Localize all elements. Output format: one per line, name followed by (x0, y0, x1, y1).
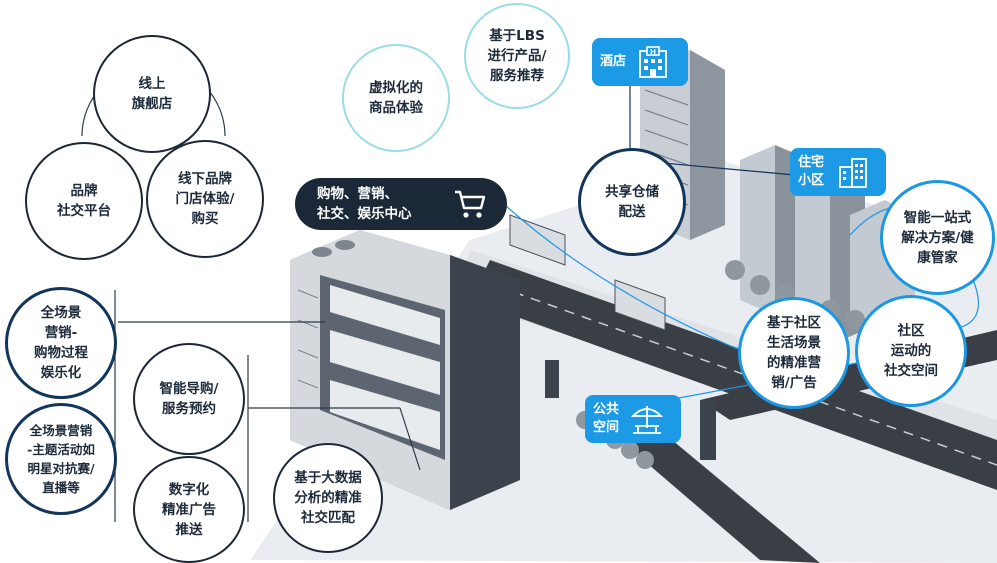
node-brand-social: 品牌 社交平台 (25, 142, 143, 260)
hub-center: 购物、营销、 社交、娱乐中心 (295, 178, 507, 230)
hub-line-2: 社交、娱乐中心 (317, 206, 412, 222)
node-full-scene-fun: 全场景 营销- 购物过程 娱乐化 (5, 287, 117, 399)
tag-residential: 住宅 小区 (790, 148, 886, 196)
pavilion-icon (630, 406, 664, 434)
shopping-cart-icon (455, 190, 486, 218)
tag-public-space: 公共 空间 (585, 395, 681, 443)
tag-hotel-label: 酒店 (600, 54, 627, 69)
hotel-icon: H (639, 46, 667, 78)
node-offline-store: 线下品牌 门店体验/ 购买 (146, 140, 264, 258)
node-smart-guide: 智能导购/ 服务预约 (133, 343, 245, 455)
node-full-scene-event: 全场景营销 -主题活动如 明星对抗赛/ 直播等 (5, 403, 117, 515)
node-virtual-experience: 虚拟化的 商品体验 (342, 44, 450, 152)
node-shared-warehouse: 共享仓储 配送 (578, 148, 686, 256)
tag-hotel: 酒店 H (592, 38, 688, 86)
node-community-marketing: 基于社区 生活场景 的精准营 销/广告 (738, 297, 850, 409)
node-digital-ads: 数字化 精准广告 推送 (133, 456, 245, 563)
apartment-icon (839, 158, 867, 188)
tag-public-space-label: 公共 空间 (593, 402, 620, 435)
svg-text:H: H (650, 48, 656, 56)
node-bigdata-match: 基于大数据 分析的精准 社交匹配 (273, 443, 383, 553)
node-community-space: 社区 运动的 社交空间 (855, 295, 967, 407)
hub-line-1: 购物、营销、 (317, 186, 398, 202)
tag-residential-label: 住宅 小区 (798, 155, 825, 188)
node-online-flagship: 线上 旗舰店 (93, 35, 211, 153)
node-smart-solution: 智能一站式 解决方案/健 康管家 (880, 180, 995, 295)
node-lbs: 基于LBS 进行产品/ 服务推荐 (464, 3, 570, 109)
